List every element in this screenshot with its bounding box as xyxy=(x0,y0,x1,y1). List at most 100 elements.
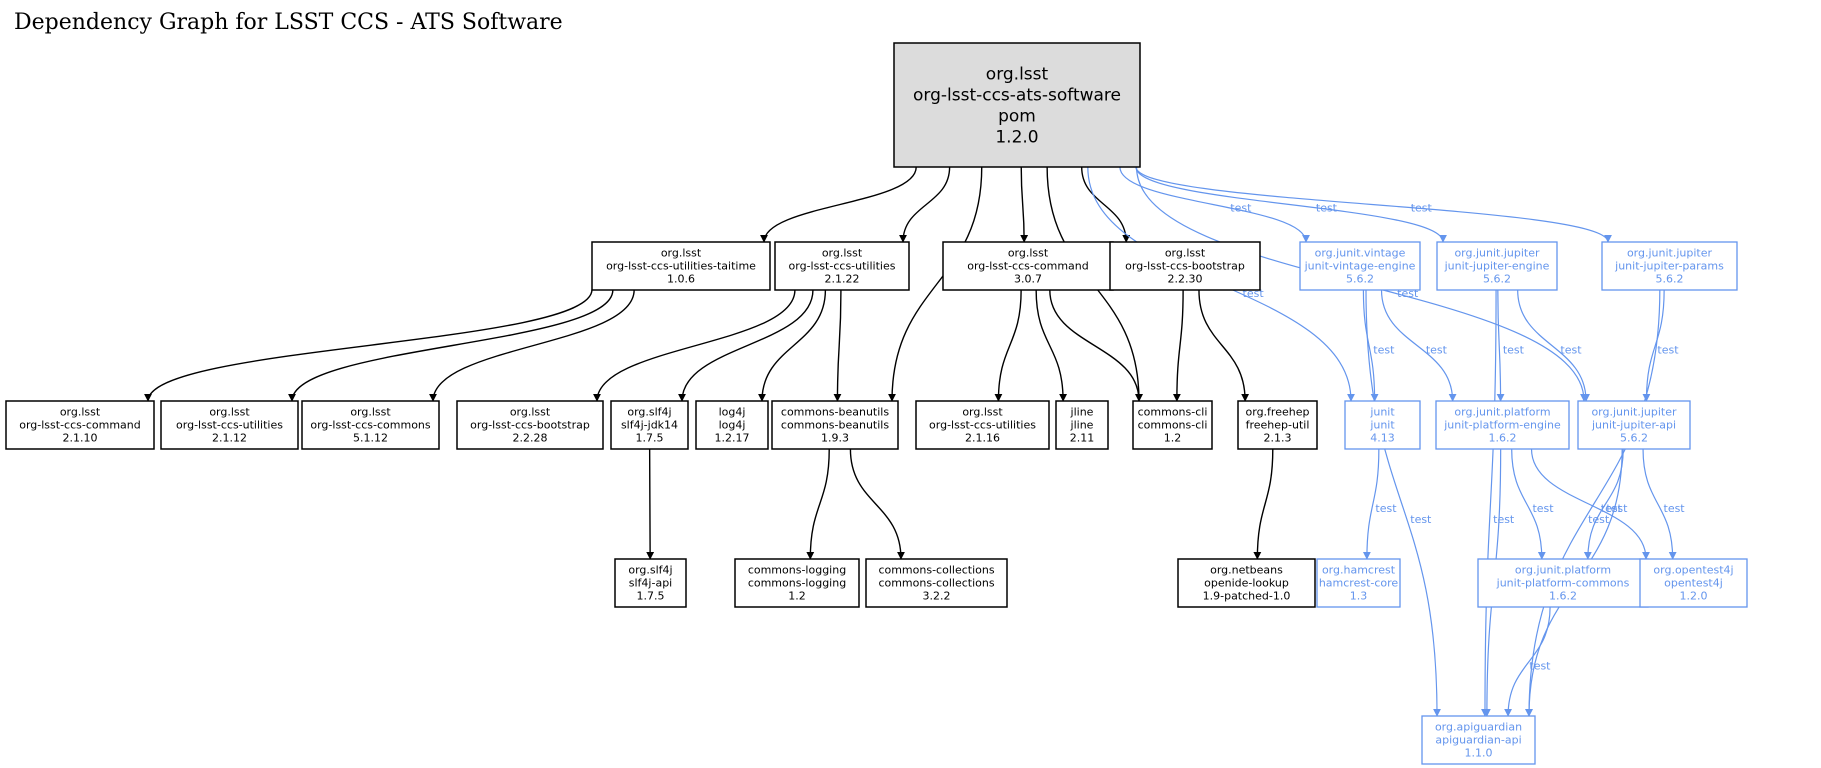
edge-label: test xyxy=(1373,344,1395,357)
node-vintage[interactable]: org.junit.vintagejunit-vintage-engine5.6… xyxy=(1299,241,1421,291)
edge-root-to-cmd307 xyxy=(1020,166,1029,243)
node-box xyxy=(591,241,771,291)
edge-root-to-taitime xyxy=(760,166,917,243)
node-jupparams[interactable]: org.junit.jupiterjunit-jupiter-params5.6… xyxy=(1601,241,1738,291)
node-box xyxy=(1109,241,1261,291)
node-openide[interactable]: org.netbeansopenide-lookup1.9-patched-1.… xyxy=(1177,558,1316,608)
node-label-line: apiguardian-api xyxy=(1435,734,1521,747)
node-box xyxy=(1436,241,1558,291)
edge-root-to-beanutils xyxy=(888,166,983,402)
node-label-line: junit-jupiter-api xyxy=(1591,419,1676,432)
edge-beanutils-to-collections xyxy=(849,448,905,560)
node-label-line: commons-beanutils xyxy=(781,419,889,432)
node-label-line: org-lsst-ccs-utilities-taitime xyxy=(606,260,756,273)
node-label-line: org.junit.platform xyxy=(1515,564,1611,577)
node-label-line: commons-collections xyxy=(878,577,994,590)
node-box xyxy=(1299,241,1421,291)
node-label-line: commons-collections xyxy=(878,564,994,577)
edge-label: test xyxy=(1503,344,1525,357)
edge-taitime-to-commons5112 xyxy=(429,289,635,402)
node-label-line: 2.1.16 xyxy=(965,432,1000,445)
node-label-line: org.opentest4j xyxy=(1653,564,1733,577)
node-label-line: log4j xyxy=(719,419,746,432)
node-label-line: 1.2 xyxy=(1164,432,1182,445)
edge-label: test xyxy=(1588,513,1610,526)
node-label-line: org.lsst xyxy=(986,64,1049,84)
node-label-line: org.lsst xyxy=(661,247,702,260)
node-label-line: junit-platform-engine xyxy=(1443,419,1561,432)
node-label-line: junit xyxy=(1369,406,1395,419)
node-label-line: 2.1.22 xyxy=(825,273,860,286)
node-plateng[interactable]: org.junit.platformjunit-platform-engine1… xyxy=(1435,400,1570,450)
edge-label: test xyxy=(1410,513,1432,526)
node-label-line: 2.11 xyxy=(1070,432,1095,445)
node-label-line: org-lsst-ccs-utilities xyxy=(929,419,1036,432)
node-box xyxy=(1421,715,1536,765)
node-label-line: slf4j-jdk14 xyxy=(621,419,678,432)
node-label-line: junit xyxy=(1369,419,1395,432)
node-label-line: org.lsst xyxy=(510,406,551,419)
edge-label: test xyxy=(1606,502,1628,515)
node-label-line: slf4j-api xyxy=(629,577,672,590)
node-jupeng[interactable]: org.junit.jupiterjunit-jupiter-engine5.6… xyxy=(1436,241,1558,291)
node-label-line: org-lsst-ccs-command xyxy=(967,260,1089,273)
node-collections[interactable]: commons-collectionscommons-collections3.… xyxy=(865,558,1008,608)
edge-junit-to-hamcrest xyxy=(1362,448,1380,560)
edge-root-to-boot2230 xyxy=(1081,166,1131,243)
edge-boot2230-to-cli xyxy=(1172,289,1184,402)
node-platcommons[interactable]: org.junit.platformjunit-platform-commons… xyxy=(1477,558,1649,608)
node-taitime[interactable]: org.lsstorg-lsst-ccs-utilities-taitime1.… xyxy=(591,241,771,291)
edge-label: test xyxy=(1657,344,1679,357)
node-label-line: freehep-util xyxy=(1246,419,1310,432)
edge-util2122-to-jdk14 xyxy=(678,289,814,402)
node-root[interactable]: org.lsstorg-lsst-ccs-ats-softwarepom1.2.… xyxy=(893,42,1141,168)
nodes-layer: org.lsstorg-lsst-ccs-ats-softwarepom1.2.… xyxy=(5,42,1748,765)
node-box xyxy=(915,400,1050,450)
edge-jupparams-to-apiguardian xyxy=(1525,289,1661,717)
node-box xyxy=(160,400,299,450)
edge-label: test xyxy=(1375,502,1397,515)
edge-root-to-util2122 xyxy=(899,166,951,243)
node-label-line: 1.0.6 xyxy=(667,273,695,286)
node-label-line: 1.9.3 xyxy=(821,432,849,445)
node-label-line: org.lsst xyxy=(209,406,250,419)
node-box xyxy=(614,558,687,608)
graph-title: Dependency Graph for LSST CCS - ATS Soft… xyxy=(14,10,563,35)
node-label-line: 1.2 xyxy=(788,590,806,603)
edge-cmd307-to-jline xyxy=(1035,289,1068,402)
node-label-line: 5.6.2 xyxy=(1656,273,1684,286)
edge-util2122-to-log4j xyxy=(758,289,827,402)
node-label-line: org.junit.vintage xyxy=(1315,247,1406,260)
node-label-line: 1.2.0 xyxy=(1680,590,1708,603)
node-box xyxy=(734,558,860,608)
node-label-line: junit-jupiter-engine xyxy=(1444,260,1550,273)
node-label-line: org-lsst-ccs-utilities xyxy=(176,419,283,432)
node-box xyxy=(1055,400,1109,450)
node-box xyxy=(771,400,899,450)
node-label-line: org.netbeans xyxy=(1210,564,1283,577)
edge-jupeng-to-jupapi xyxy=(1517,289,1591,402)
node-label-line: 1.6.2 xyxy=(1489,432,1517,445)
node-box xyxy=(1435,400,1570,450)
